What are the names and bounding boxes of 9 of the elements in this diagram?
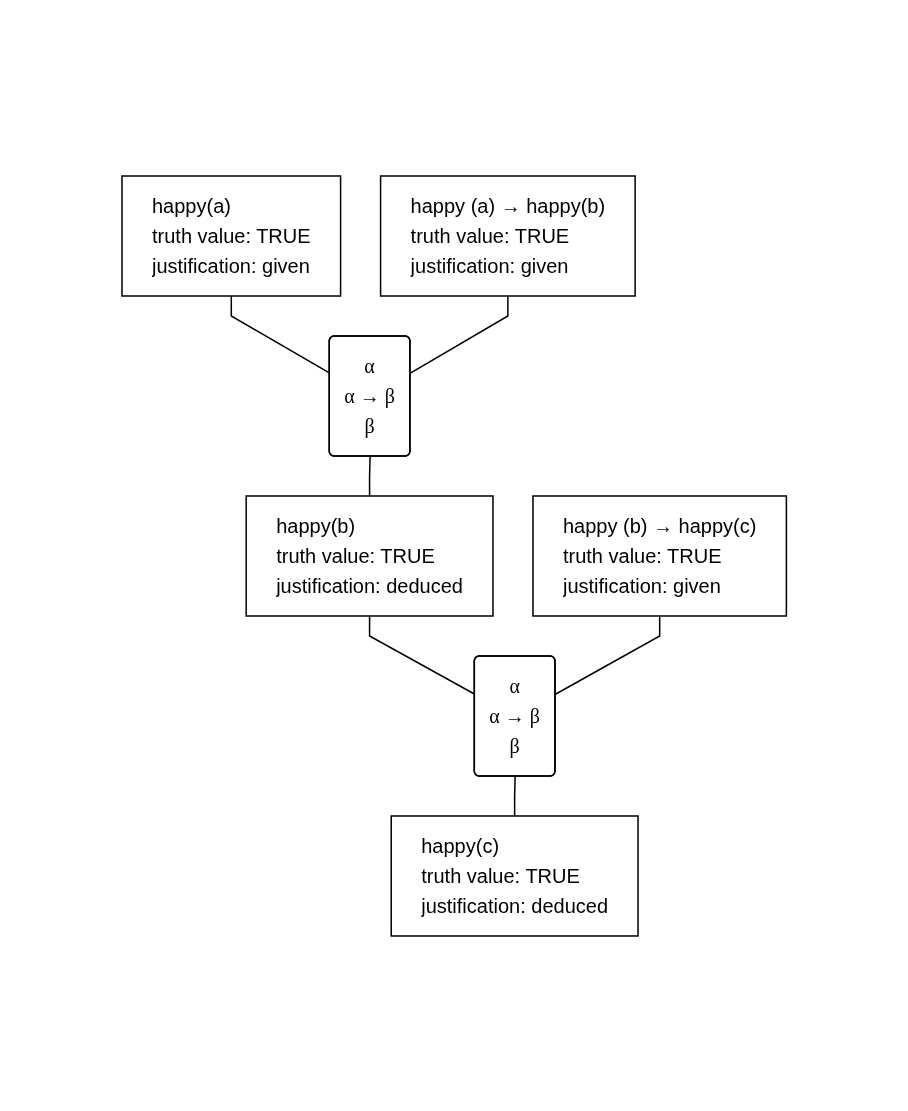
node-box: happy (a) → happy(b) truth value: TRUE justification: given [379,174,636,297]
node-box: happy (b) → happy(c) truth value: TRUE justification: given [532,494,787,617]
node-box: happy(a) truth value: TRUE justification: given [121,174,342,297]
connector [409,294,509,374]
connector [513,775,516,817]
node-box: happy(b) truth value: TRUE justification: deduced [245,494,494,617]
connector [554,614,661,695]
connector [368,455,371,497]
node-box: happy(c) truth value: TRUE justification: deduced [390,814,639,937]
